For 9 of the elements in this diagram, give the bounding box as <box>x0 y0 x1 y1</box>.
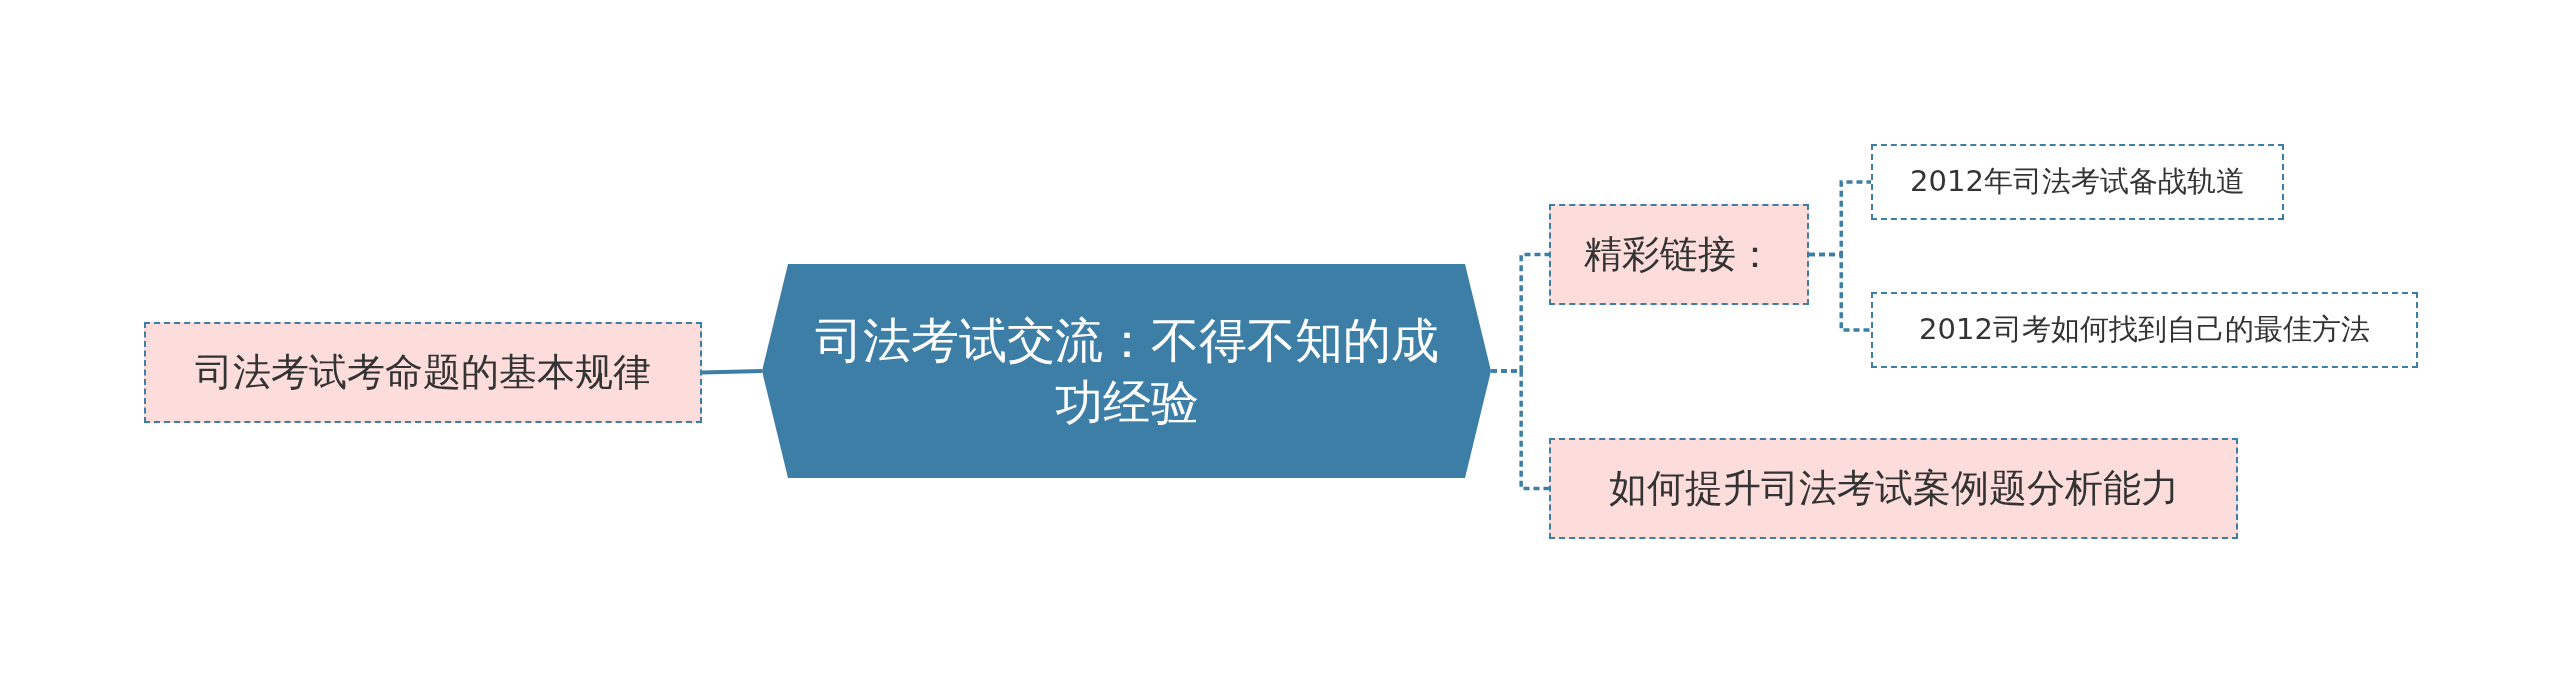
topic-box: 司法考试考命题的基本规律 <box>144 322 702 423</box>
topic-hexagon: 司法考试交流：不得不知的成功经验 <box>762 264 1491 478</box>
connector-line <box>1491 369 1549 491</box>
topic-box: 如何提升司法考试案例题分析能力 <box>1549 438 2238 539</box>
topic-box: 精彩链接： <box>1549 204 1809 305</box>
subtopic-box: 2012年司法考试备战轨道 <box>1871 144 2284 220</box>
subtopic-box: 2012司考如何找到自己的最佳方法 <box>1871 292 2418 368</box>
connector-line <box>701 369 763 375</box>
connector-line <box>1809 252 1871 332</box>
